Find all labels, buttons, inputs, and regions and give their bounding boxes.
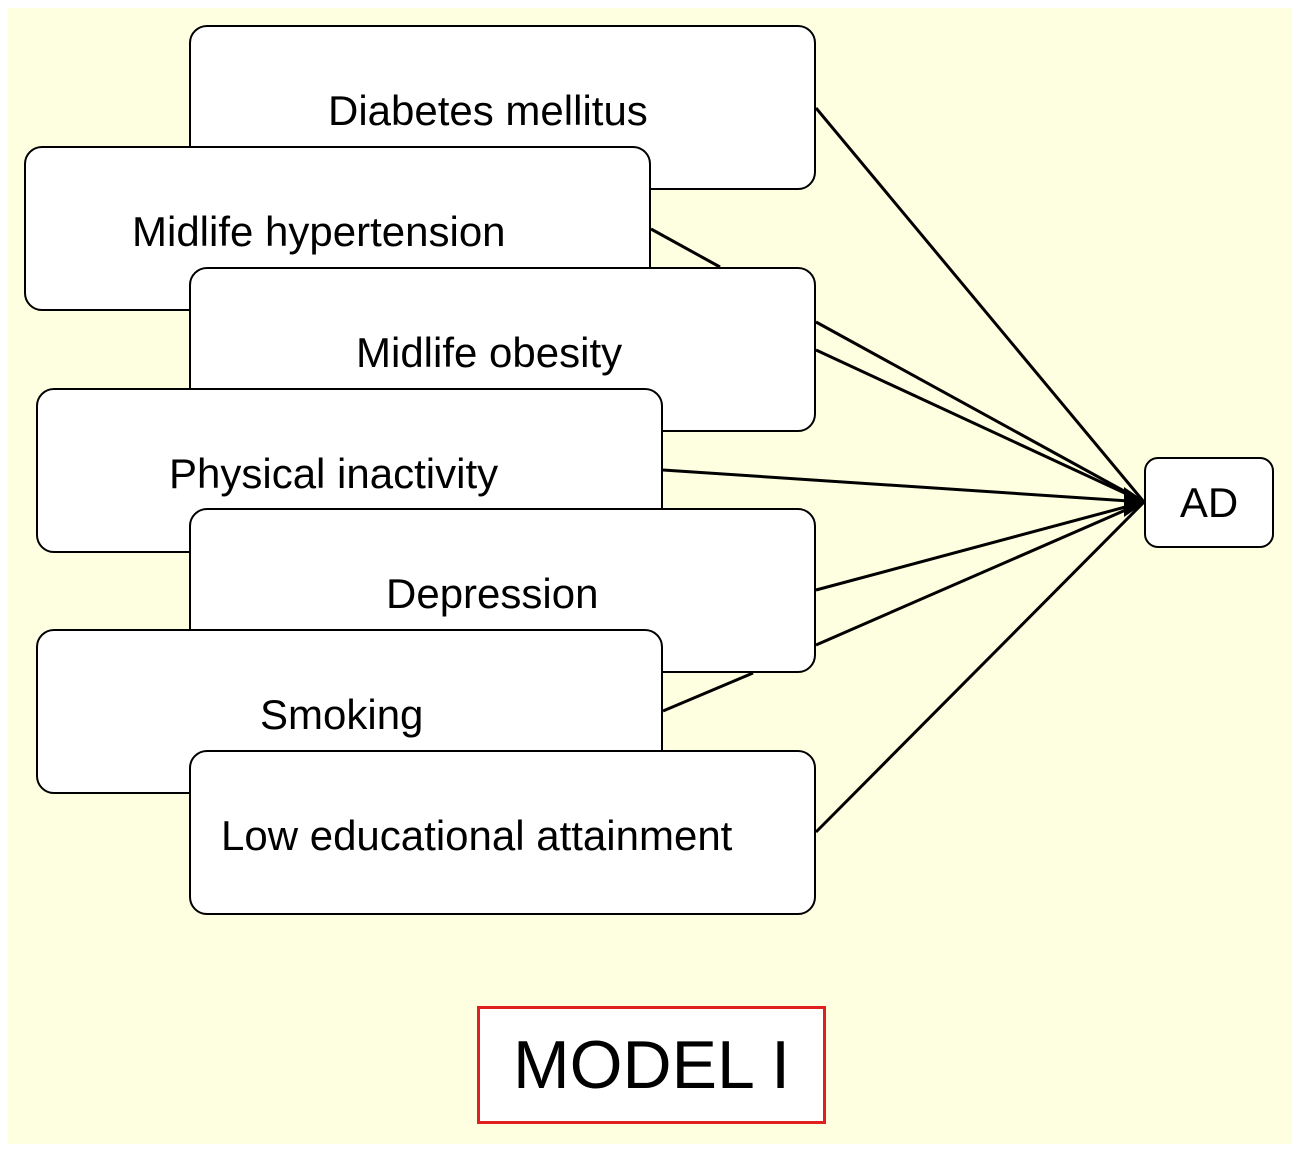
factor-low-educational-attainment: Low educational attainment <box>189 750 816 915</box>
outcome-ad-label: AD <box>1179 478 1239 526</box>
edge-depression-to-ad <box>815 500 1145 592</box>
edge-diabetes-to-ad <box>814 107 1146 503</box>
factor-label: Smoking <box>260 691 424 738</box>
factor-label: Depression <box>386 570 599 617</box>
edge-inactivity-to-ad <box>662 468 1145 504</box>
outcome-ad-box: AD <box>1144 457 1274 548</box>
arrowhead-into-ad <box>1124 487 1146 517</box>
edge-smoking-continued-to-ad <box>815 500 1145 647</box>
factor-label: Midlife obesity <box>356 329 623 376</box>
edge-obesity-to-ad <box>815 348 1145 504</box>
edge-hypertension-continued-to-ad <box>815 320 1145 504</box>
factor-smoking: Smoking <box>36 629 663 794</box>
factor-label: Physical inactivity <box>169 450 499 497</box>
model-label-box: MODEL I <box>477 1006 826 1124</box>
factor-label: Midlife hypertension <box>132 208 506 255</box>
model-label-text: MODEL I <box>512 1027 791 1103</box>
factor-label: Low educational attainment <box>221 812 733 859</box>
edge-hypertension-to-ad <box>650 227 721 269</box>
edge-education-to-ad <box>814 500 1146 834</box>
factor-label: Diabetes mellitus <box>328 87 648 134</box>
edge-smoking-to-ad <box>662 671 754 713</box>
